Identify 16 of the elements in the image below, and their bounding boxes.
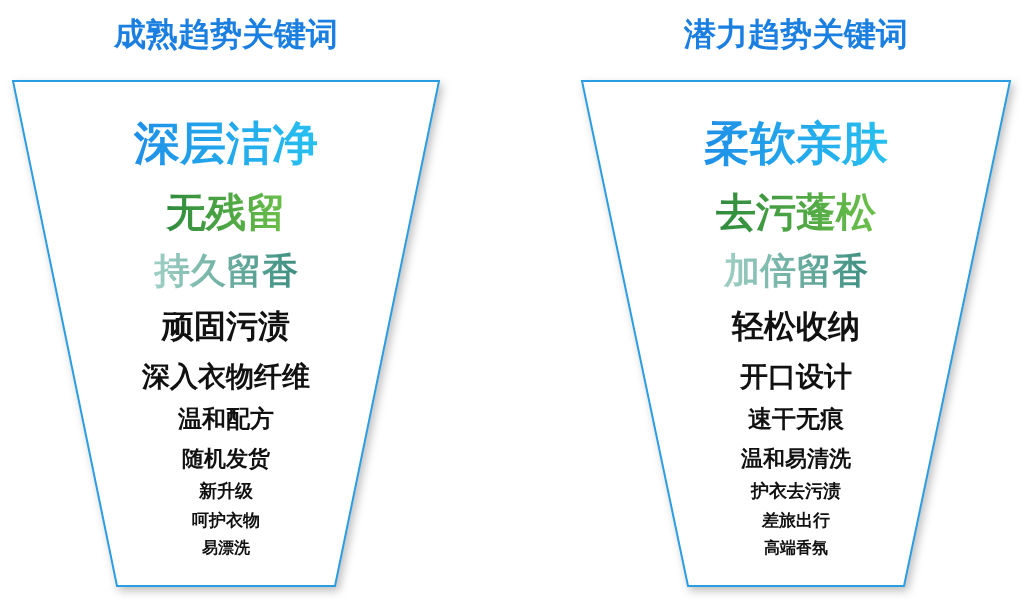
keyword-text: 顽固污渍 (162, 307, 290, 345)
keyword-text: 轻松收纳 (732, 307, 860, 345)
column-heading: 成熟趋势关键词 (114, 15, 338, 53)
keyword-text: 深入衣物纤维 (142, 361, 310, 394)
keyword-text: 高端香氛 (764, 539, 828, 558)
column-heading: 潜力趋势关键词 (684, 15, 908, 53)
keyword-text: 速干无痕 (748, 405, 844, 434)
keyword-text: 开口设计 (740, 361, 852, 394)
keyword-text: 护衣去污渍 (751, 481, 841, 502)
keyword-text: 新升级 (199, 481, 253, 502)
keyword-text: 差旅出行 (762, 510, 830, 531)
keyword-text: 易漂洗 (202, 539, 250, 558)
keyword-text: 温和配方 (178, 405, 274, 434)
keyword-text: 温和易清洗 (741, 445, 851, 472)
keyword-text: 呵护衣物 (192, 510, 260, 531)
keyword-text: 随机发货 (182, 445, 270, 472)
